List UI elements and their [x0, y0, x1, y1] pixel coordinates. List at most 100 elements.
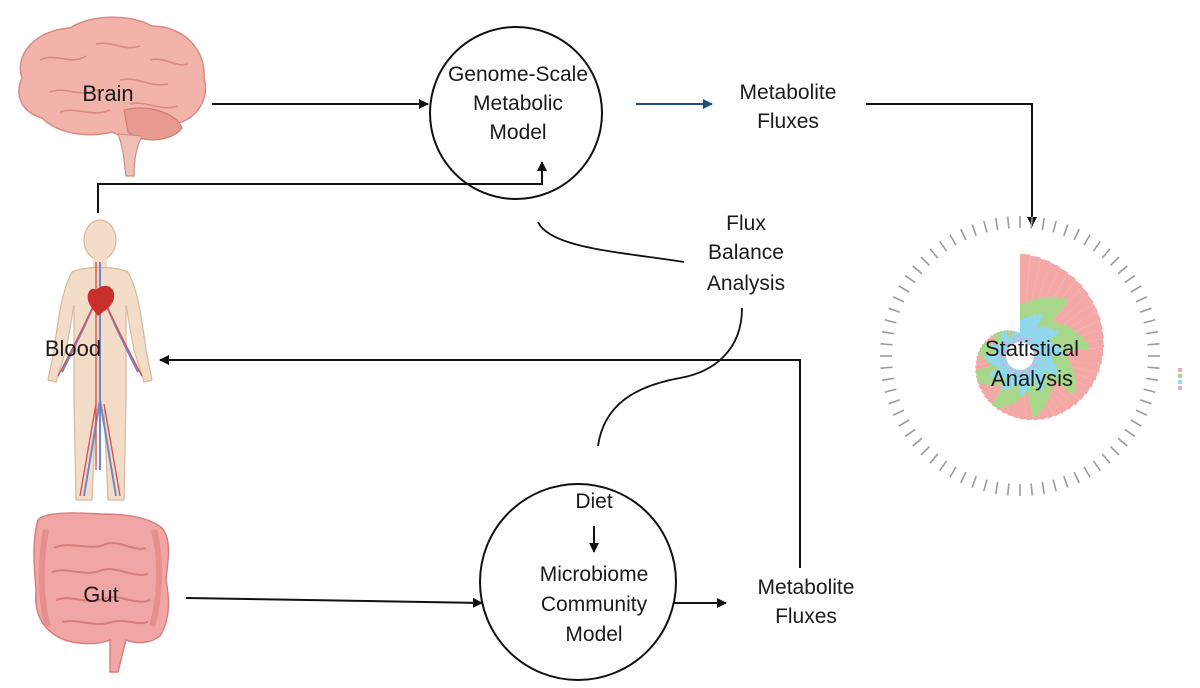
polar-tick-label	[1147, 343, 1160, 346]
polar-bar	[1000, 356, 1007, 359]
fba-connector-top	[537, 221, 685, 263]
polar-tick-label	[898, 285, 910, 293]
polar-tick-label	[920, 445, 931, 456]
polar-tick-label	[1052, 479, 1058, 492]
polar-tick-label	[1030, 483, 1033, 496]
polar-bar	[1013, 369, 1018, 376]
polar-bar	[1024, 368, 1033, 386]
polar-tick-label	[912, 437, 923, 447]
polar-tick-label	[892, 296, 905, 303]
polar-bar	[1013, 369, 1019, 386]
polar-bar	[1020, 336, 1023, 343]
polar-bar	[1032, 339, 1051, 351]
gsmm-circle	[429, 26, 603, 200]
gsmm-label-line3: Model	[489, 121, 546, 144]
polar-tick-label	[939, 240, 948, 252]
arrow-fluxes-to-blood	[159, 355, 801, 568]
polar-bar	[1030, 327, 1055, 348]
polar-bar	[1006, 366, 1012, 373]
polar-tick-label	[881, 377, 895, 382]
polar-bar	[1005, 341, 1011, 347]
polar-bar	[1001, 343, 1009, 349]
polar-tick-label	[1130, 419, 1142, 427]
polar-bar	[1001, 368, 1015, 391]
polar-bar	[1021, 317, 1029, 343]
polar-tick-label	[1130, 285, 1142, 293]
polar-tick-label	[904, 275, 916, 284]
organ-label-brain: Brain	[82, 81, 133, 106]
polar-bar	[1021, 369, 1025, 376]
polar-bar	[1027, 367, 1044, 392]
polar-tick-label	[1109, 445, 1120, 456]
polar-bar	[1028, 366, 1046, 387]
polar-bar	[1028, 325, 1045, 346]
polar-tick-label	[949, 234, 957, 246]
polar-tick-label	[888, 307, 900, 313]
polar-tick-label	[1117, 437, 1128, 447]
polar-bar	[1017, 369, 1020, 383]
polar-bar	[1002, 330, 1013, 345]
polar-tick-label	[880, 366, 893, 369]
polar-bar	[1024, 314, 1038, 344]
polar-tick-label	[994, 217, 999, 231]
blood-illustration	[47, 219, 153, 501]
polar-tick-label	[1101, 248, 1111, 259]
polar-tick-label	[929, 453, 939, 464]
polar-bar	[992, 347, 1007, 354]
polar-tick-label	[892, 409, 905, 416]
polar-bar	[988, 357, 1007, 363]
polar-tick-label	[1083, 234, 1091, 246]
polar-tick-label	[1140, 307, 1152, 313]
polar-bar	[1017, 332, 1020, 343]
polar-bar	[1031, 329, 1060, 349]
polar-tick-label	[960, 471, 967, 484]
polar-bar	[1033, 344, 1058, 354]
organ-label-gut: Gut	[83, 582, 118, 607]
polar-tick-label	[920, 256, 931, 267]
polar-tick-label	[1143, 388, 1156, 394]
polar-bar	[1029, 365, 1047, 383]
polar-bar	[1025, 313, 1044, 344]
polar-tick-label	[1083, 466, 1091, 478]
polar-tick-label	[1063, 224, 1069, 236]
polar-bar	[1014, 331, 1019, 343]
polar-legend	[1178, 368, 1182, 390]
polar-bar	[1033, 356, 1052, 360]
polar-tick-label	[1030, 216, 1033, 229]
polar-tick-label	[1147, 366, 1160, 369]
polar-bar	[1032, 361, 1059, 378]
polar-bar	[1032, 341, 1054, 352]
gut-illustration	[33, 512, 170, 673]
arrow-blood-to-gsmm	[97, 161, 547, 213]
polar-tick-label	[880, 343, 893, 346]
polar-tick-label	[1052, 220, 1058, 233]
polar-bar	[1033, 349, 1040, 354]
polar-tick-label	[888, 399, 900, 405]
polar-tick-label	[1124, 275, 1136, 284]
polar-bar	[1011, 336, 1016, 344]
polar-bar	[1005, 367, 1013, 379]
fluxes-bottom-line1: Metabolite	[758, 576, 855, 599]
mcm-circle	[479, 483, 677, 681]
polar-tick-label	[1073, 228, 1080, 241]
fluxes-top-line1: Metabolite	[740, 81, 837, 104]
polar-tick-label	[1073, 471, 1080, 484]
stats-label-line1: Statistical	[985, 336, 1079, 361]
fluxes-bottom-line2: Fluxes	[775, 605, 837, 628]
statistical-analysis-plot	[880, 216, 1160, 496]
gsmm-label-line2: Metabolic	[473, 92, 563, 115]
polar-tick-label	[971, 224, 977, 236]
polar-bar	[1020, 369, 1025, 396]
polar-bar	[1025, 337, 1030, 344]
polar-tick-label	[1140, 399, 1152, 405]
polar-tick-label	[939, 460, 948, 472]
polar-tick-label	[1092, 240, 1101, 252]
brain-illustration	[18, 16, 207, 177]
polar-tick-label	[971, 476, 977, 488]
polar-bar	[991, 358, 1007, 366]
polar-bar	[1000, 340, 1010, 348]
polar-tick-label	[1007, 483, 1010, 496]
polar-bar	[1033, 351, 1064, 356]
fba-line1: Flux	[726, 212, 766, 235]
polar-bar	[1027, 367, 1032, 374]
